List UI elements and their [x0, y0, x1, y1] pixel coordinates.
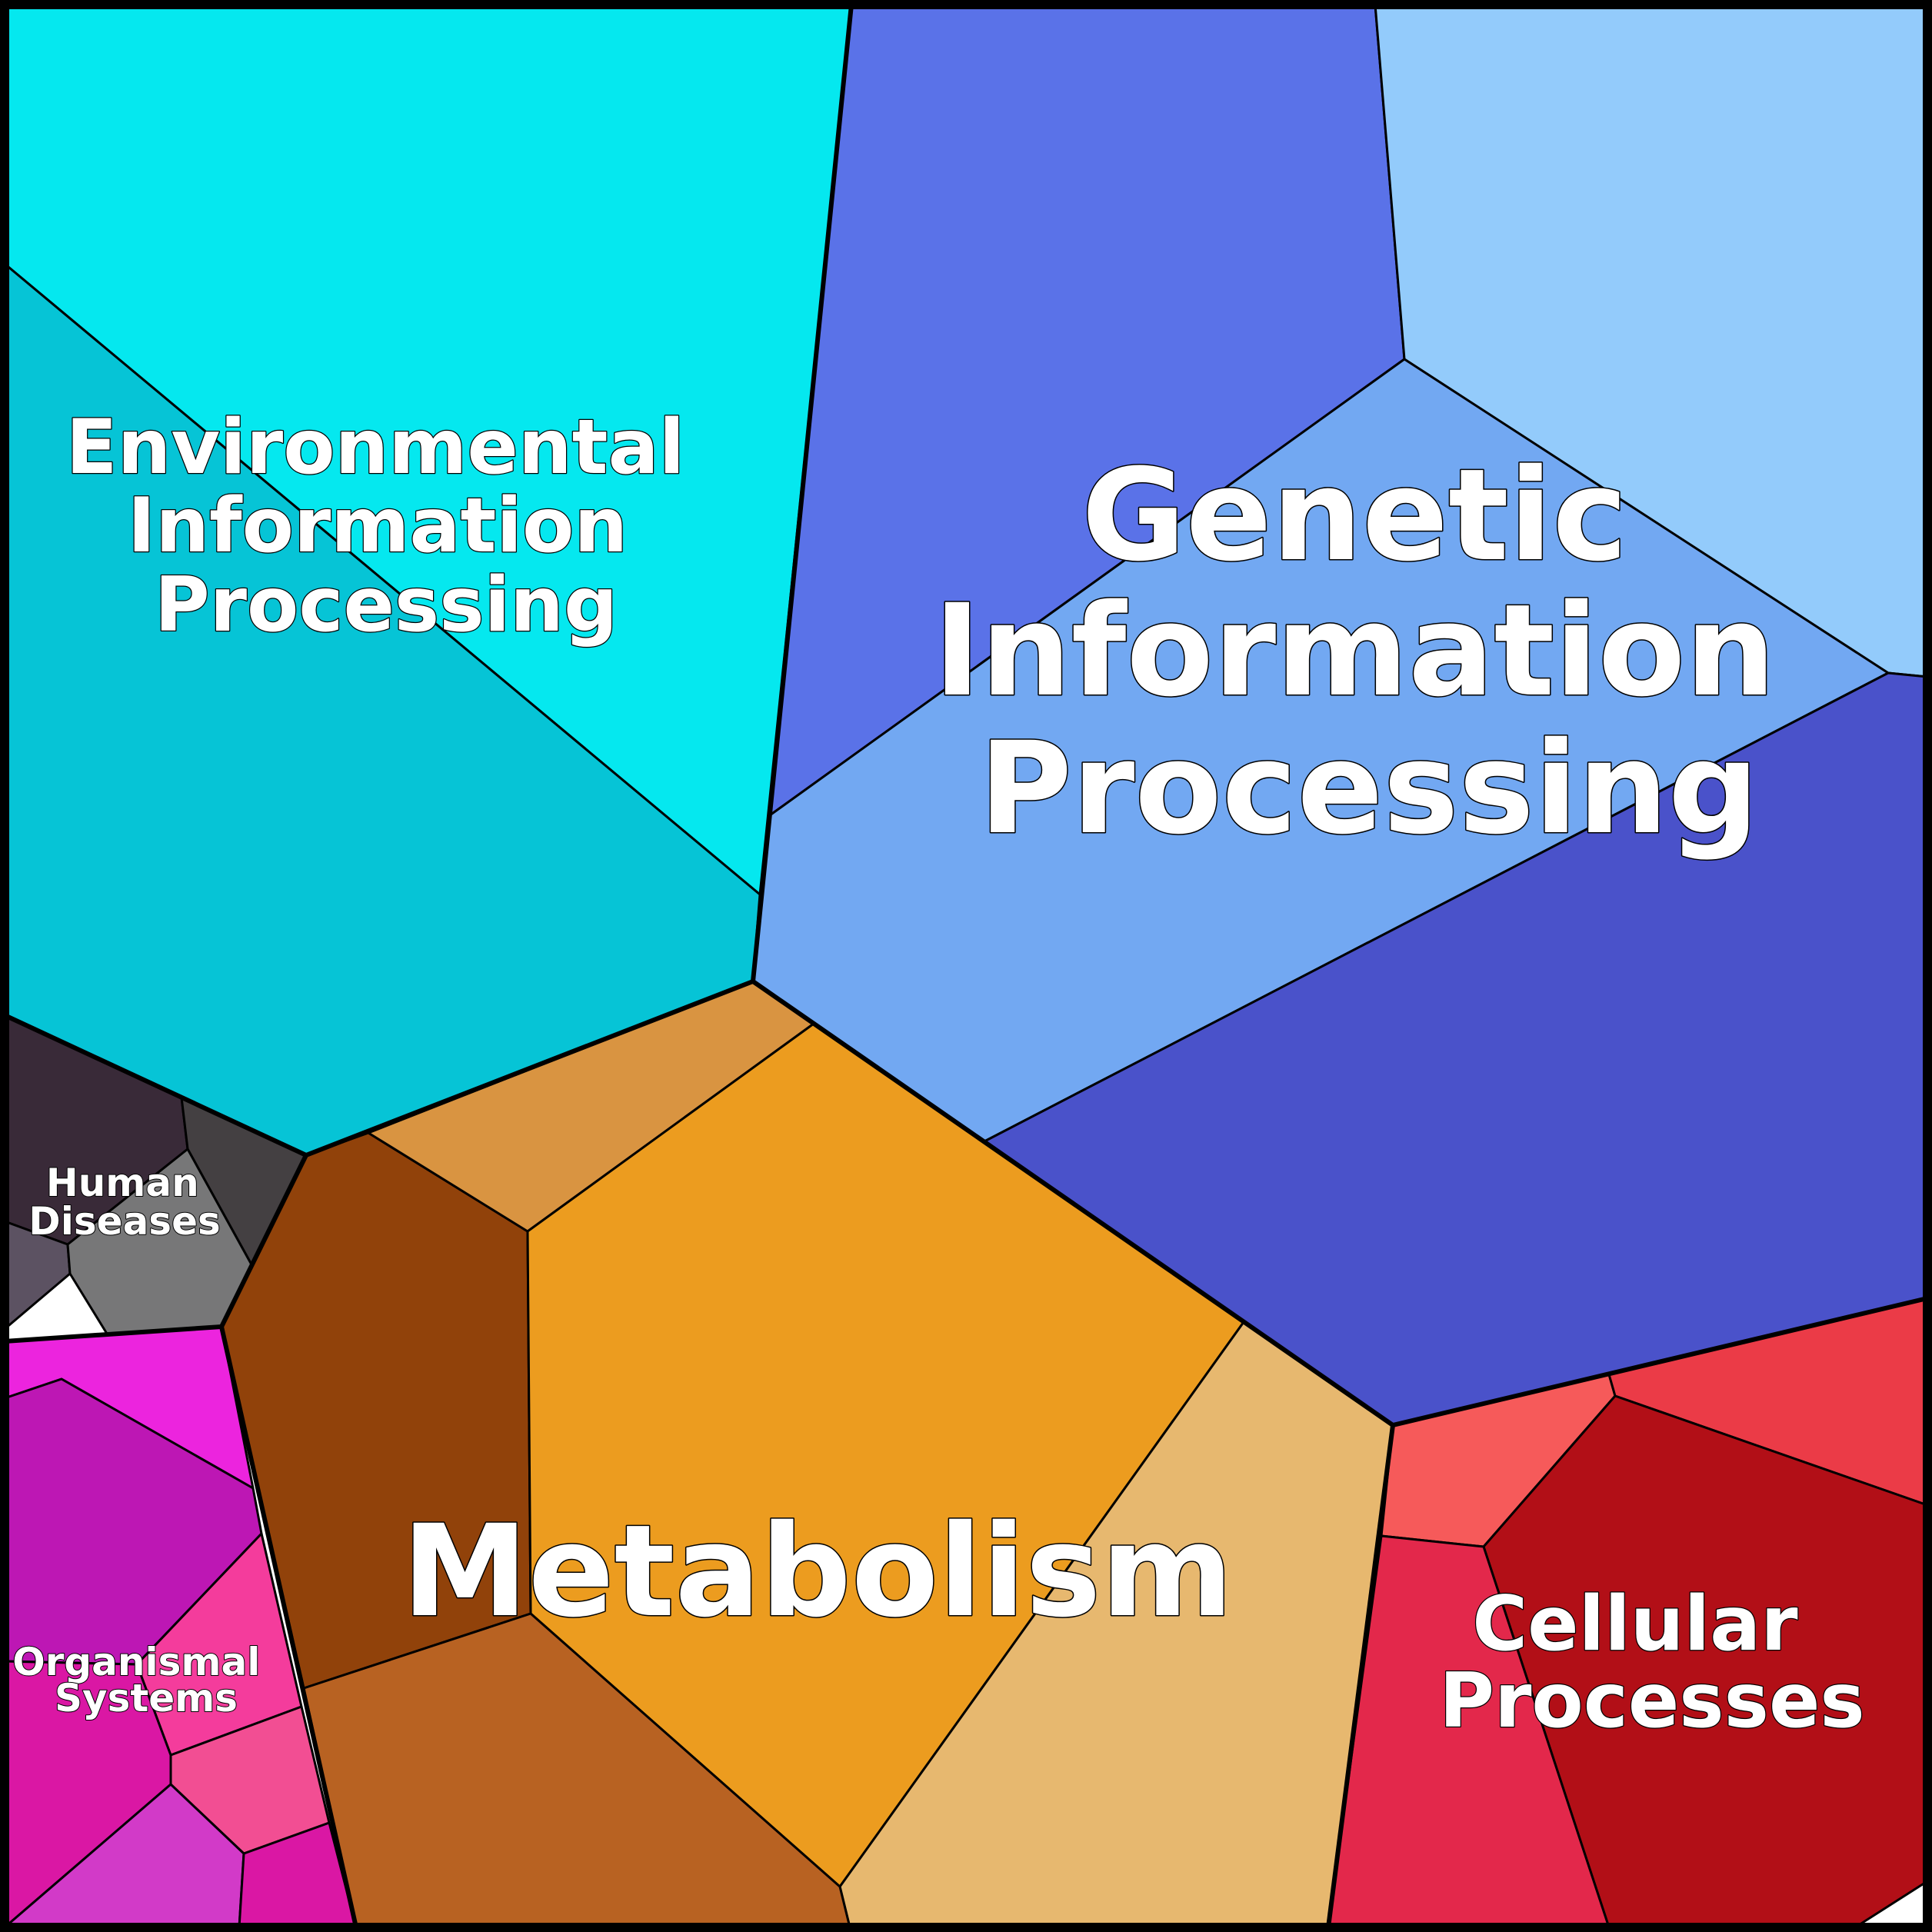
label-metabolism: Metabolism — [401, 1497, 1233, 1645]
label-environmental-line-3: Processing — [155, 561, 618, 649]
label-organismal-line-2: Systems — [55, 1676, 238, 1720]
label-human-line-2: Diseases — [28, 1199, 221, 1244]
label-genetic-line-3: Processing — [979, 715, 1759, 862]
cells-layer — [3, 3, 1929, 1929]
label-cellular-line-2: Processes — [1439, 1657, 1865, 1745]
label-human-diseases: Human Diseases — [28, 1161, 221, 1244]
label-environmental-line-2: Information — [128, 482, 628, 570]
label-organismal-systems: Organismal Systems — [12, 1640, 274, 1720]
label-genetic-line-1: Genetic — [1081, 441, 1627, 589]
group-border-5 — [4, 1324, 222, 1344]
label-organismal-line-1: Organismal — [12, 1640, 260, 1684]
label-human-line-1: Human — [46, 1161, 199, 1205]
group-border-3 — [3, 4, 854, 1158]
label-metabolism-line-1: Metabolism — [401, 1497, 1233, 1645]
label-genetic-information-processing: Genetic Information Processing — [934, 441, 1820, 862]
label-cellular-processes: Cellular Processes — [1439, 1581, 1865, 1745]
label-environmental-line-1: Environmental — [66, 404, 685, 491]
label-genetic-line-2: Information — [934, 577, 1776, 724]
group-borders-layer — [3, 4, 1928, 1928]
label-environmental-information-processing: Environmental Information Processing — [66, 404, 711, 649]
label-cellular-line-1: Cellular — [1472, 1581, 1798, 1668]
group-border-2 — [1326, 1424, 1395, 1928]
